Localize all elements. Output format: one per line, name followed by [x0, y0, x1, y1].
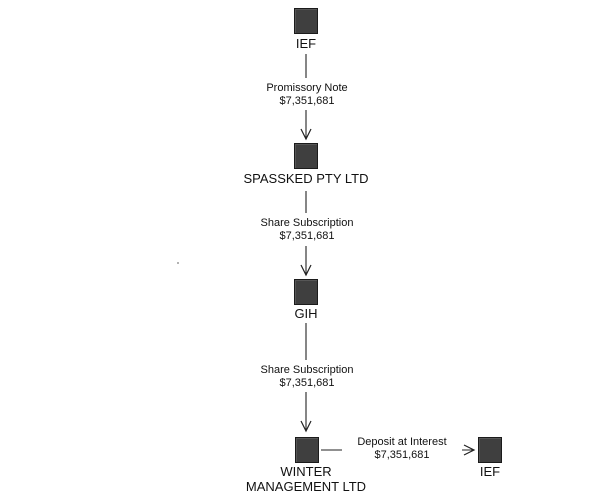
scan-speck: [177, 262, 179, 264]
edge-label-gih-to-winter-text: Share Subscription: [260, 364, 354, 376]
edge-label-spassked-to-gih-amount: $7,351,681: [279, 230, 335, 242]
edge-label-winter-to-ief: Deposit at Interest $7,351,681: [341, 436, 463, 462]
node-ief-top-label: IEF: [295, 36, 317, 51]
arrowhead-winter-to-ief: [463, 444, 476, 456]
edge-label-spassked-to-gih: Share Subscription $7,351,681: [241, 217, 373, 243]
edge-label-ief-to-spassked-text: Promissory Note: [266, 82, 348, 94]
edge-label-winter-to-ief-text: Deposit at Interest: [342, 436, 462, 449]
node-spassked-box: [294, 143, 318, 169]
edge-label-gih-to-winter: Share Subscription $7,351,681: [241, 364, 373, 390]
node-ief-right-box: [478, 437, 502, 463]
node-winter-label-line2: MANAGEMENT LTD: [245, 479, 367, 494]
edge-label-ief-to-spassked: Promissory Note $7,351,681: [246, 82, 368, 108]
node-spassked-label: SPASSKED PTY LTD: [243, 171, 369, 186]
edge-label-spassked-to-gih-text: Share Subscription: [260, 217, 354, 229]
node-gih-box: [294, 279, 318, 305]
arrowhead-spassked-to-gih: [300, 264, 312, 277]
edge-label-ief-to-spassked-amount: $7,351,681: [279, 95, 335, 107]
arrowhead-gih-to-winter: [300, 420, 312, 433]
arrowhead-ief-to-spassked: [300, 128, 312, 141]
node-winter-box: [295, 437, 319, 463]
node-ief-right-label: IEF: [479, 464, 501, 479]
node-winter-label: WINTER MANAGEMENT LTD: [236, 464, 376, 494]
node-winter-label-line1: WINTER: [280, 464, 332, 479]
edge-label-gih-to-winter-amount: $7,351,681: [279, 377, 335, 389]
edge-label-winter-to-ief-amount: $7,351,681: [342, 449, 462, 462]
node-ief-top-box: [294, 8, 318, 34]
node-gih-label: GIH: [294, 306, 318, 321]
